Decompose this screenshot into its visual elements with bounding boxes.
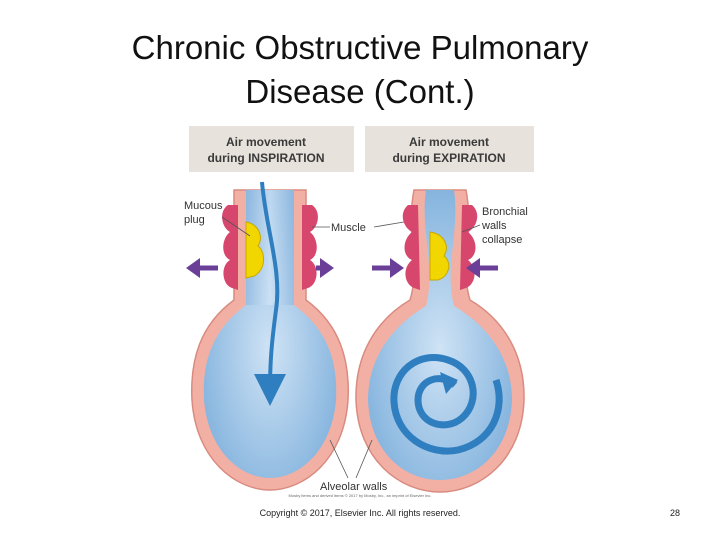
inspiration-airflow-arrow (254, 181, 287, 406)
expiration-inward-arrows (372, 258, 498, 278)
inspiration-header-line-2: during INSPIRATION (207, 151, 324, 165)
expiration-header: Air movement during EXPIRATION (365, 126, 534, 172)
inspiration-alveolus (191, 189, 349, 491)
expiration-header-line-1: Air movement (409, 135, 489, 149)
alveolar-walls-label: Alveolar walls (320, 439, 388, 493)
bronchial-walls-label: Bronchial walls collapse (461, 206, 528, 246)
page-number: 28 (669, 508, 680, 518)
figure-credit: Mosby items and derived items © 2017 by … (289, 493, 432, 498)
bronchial-label-line-2: walls (481, 220, 507, 232)
slide-title: Chronic Obstructive Pulmonary Disease (C… (0, 26, 720, 114)
expiration-spiral-arrowhead (440, 372, 458, 394)
alveolar-walls-label-text: Alveolar walls (320, 481, 388, 493)
mucous-plug-label-line-1: Mucous (184, 200, 223, 212)
slide-title-line-2: Disease (Cont.) (245, 73, 475, 110)
mucous-plug-label: Mucous plug (184, 200, 251, 237)
mucous-plug-label-line-2: plug (184, 214, 205, 226)
expiration-mucus-plug (429, 231, 450, 281)
inspiration-header-line-1: Air movement (226, 135, 306, 149)
inspiration-header: Air movement during INSPIRATION (189, 126, 354, 172)
inspiration-outward-arrows (186, 258, 334, 278)
bronchial-label-line-3: collapse (482, 234, 522, 246)
inspiration-mucus-plug (245, 221, 264, 279)
expiration-header-line-2: during EXPIRATION (392, 151, 505, 165)
muscle-label: Muscle (312, 221, 405, 234)
footer-copyright: Copyright © 2017, Elsevier Inc. All righ… (259, 508, 461, 518)
expiration-trapped-air-spiral (390, 354, 503, 455)
muscle-label-text: Muscle (331, 222, 366, 234)
inspiration-muscle (222, 205, 318, 290)
bronchial-label-line-1: Bronchial (482, 206, 528, 218)
slide-title-line-1: Chronic Obstructive Pulmonary (131, 29, 589, 66)
